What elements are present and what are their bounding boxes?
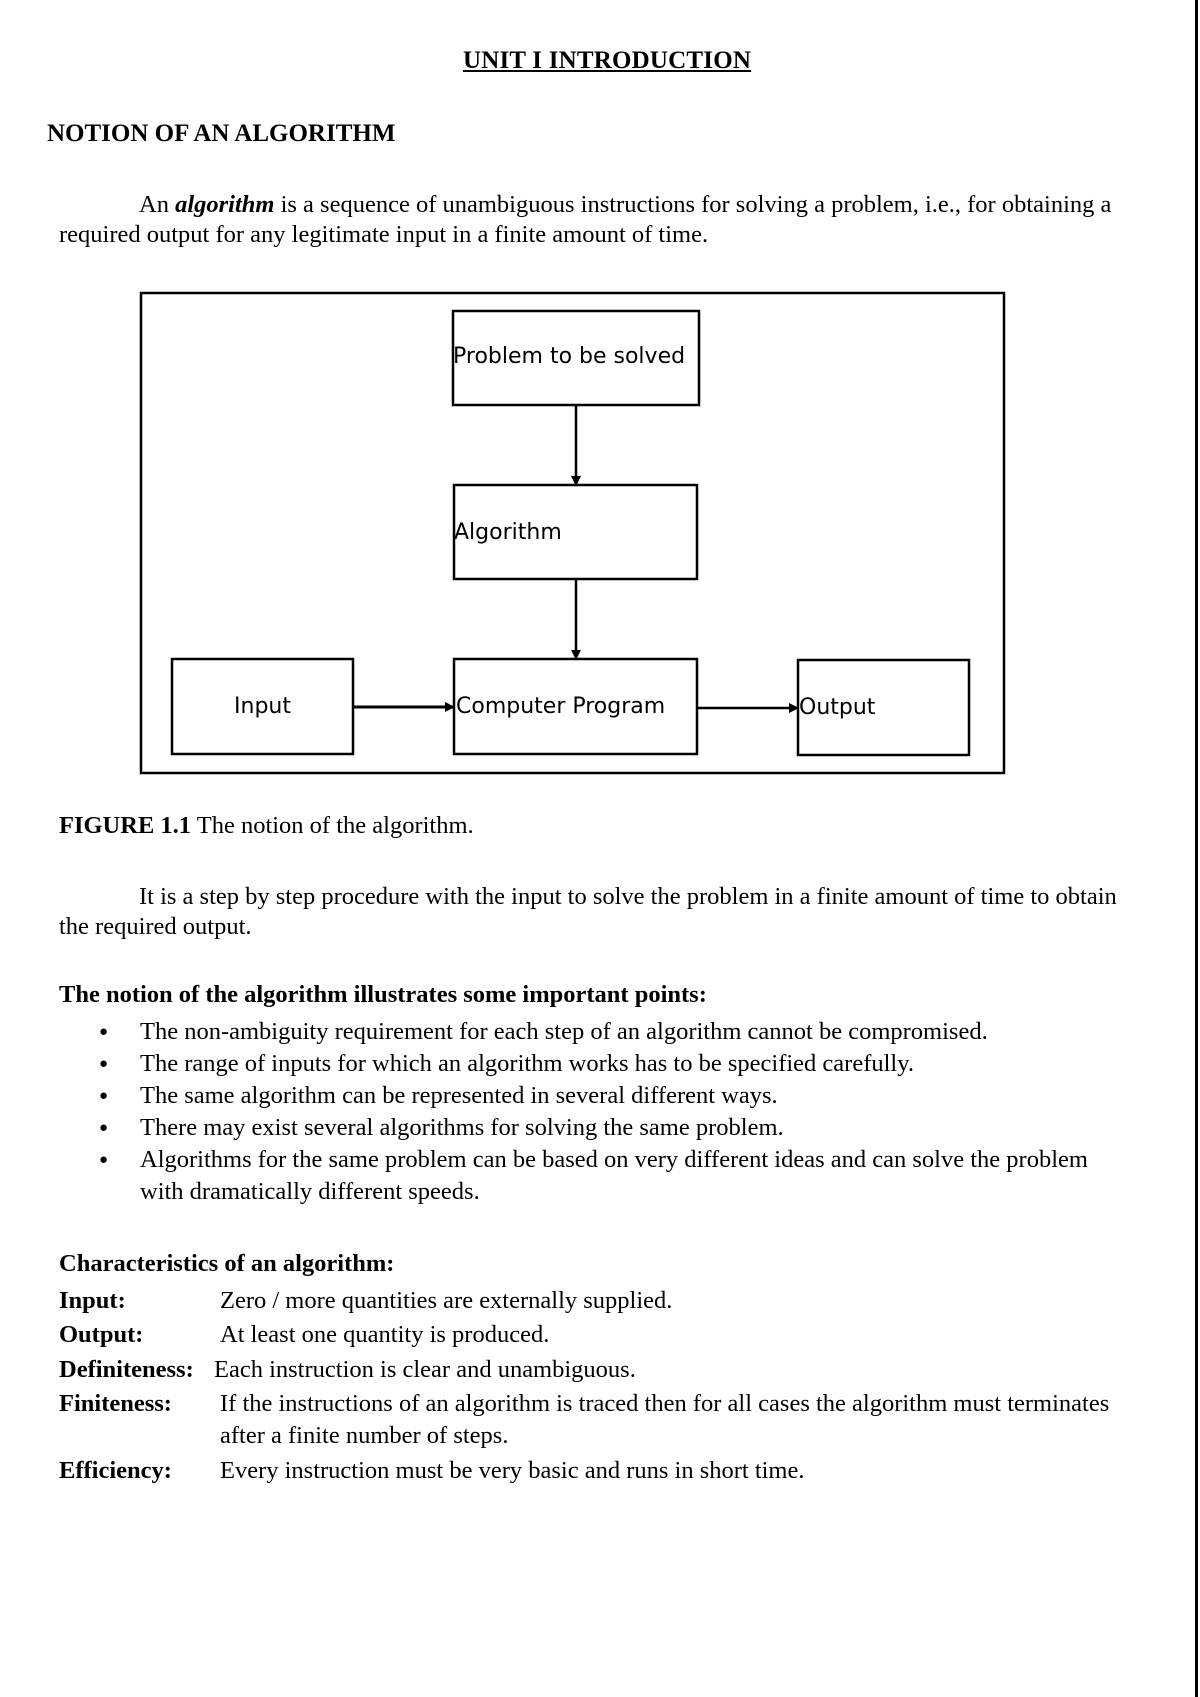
step-paragraph-text: It is a step by step procedure with the … <box>59 883 1117 940</box>
list-item: The range of inputs for which an algorit… <box>0 1048 1100 1080</box>
list-item: The non-ambiguity requirement for each s… <box>0 1016 1100 1048</box>
definition-rest: is a sequence of unambiguous instruction… <box>59 191 1112 248</box>
characteristic-term: Definiteness: <box>59 1356 194 1383</box>
figure-label: FIGURE 1.1 <box>59 812 192 839</box>
important-points-list: The non-ambiguity requirement for each s… <box>0 1016 1200 1208</box>
list-item: There may exist several algorithms for s… <box>0 1112 1100 1144</box>
section-title: NOTION OF AN ALGORITHM <box>47 120 396 147</box>
problem-box-label: Problem to be solved <box>453 344 685 369</box>
characteristic-term: Input: <box>59 1287 126 1314</box>
figure-caption: FIGURE 1.1 The notion of the algorithm. <box>59 812 474 840</box>
characteristic-desc: Each instruction is clear and unambiguou… <box>214 1356 636 1383</box>
list-item: The same algorithm can be represented in… <box>0 1080 1100 1112</box>
characteristic-term: Finiteness: <box>59 1390 172 1417</box>
characteristic-desc: Every instruction must be very basic and… <box>220 1457 805 1484</box>
characteristic-desc: At least one quantity is produced. <box>220 1321 550 1348</box>
characteristic-term: Output: <box>59 1321 144 1348</box>
unit-title: UNIT I INTRODUCTION <box>463 47 752 74</box>
input-box <box>170 657 355 756</box>
program-box <box>452 657 699 756</box>
step-paragraph: It is a step by step procedure with the … <box>59 882 1119 942</box>
figure-caption-text: The notion of the algorithm. <box>191 812 474 839</box>
characteristic-desc: If the instructions of an algorithm is t… <box>220 1390 1110 1449</box>
characteristic-desc: Zero / more quantities are externally su… <box>220 1287 673 1314</box>
definition-lead: An <box>139 191 176 218</box>
algorithm-box <box>452 483 699 581</box>
algorithm-box-label: Algorithm <box>454 520 562 545</box>
definition-paragraph: An algorithm is a sequence of unambiguou… <box>59 190 1119 250</box>
page-right-edge-rule <box>1195 0 1198 1697</box>
definition-term: algorithm <box>175 191 275 218</box>
characteristics-heading: Characteristics of an algorithm: <box>59 1250 395 1277</box>
program-box-label: Computer Program <box>456 694 665 719</box>
problem-box <box>451 309 701 407</box>
input-box-label: Input <box>234 694 291 719</box>
diagram-frame <box>139 291 1006 775</box>
points-heading: The notion of the algorithm illustrates … <box>59 981 707 1008</box>
output-box <box>796 658 971 757</box>
list-item: Algorithms for the same problem can be b… <box>0 1144 1100 1208</box>
output-box-label: Output <box>799 695 876 720</box>
characteristic-term: Efficiency: <box>59 1457 172 1484</box>
